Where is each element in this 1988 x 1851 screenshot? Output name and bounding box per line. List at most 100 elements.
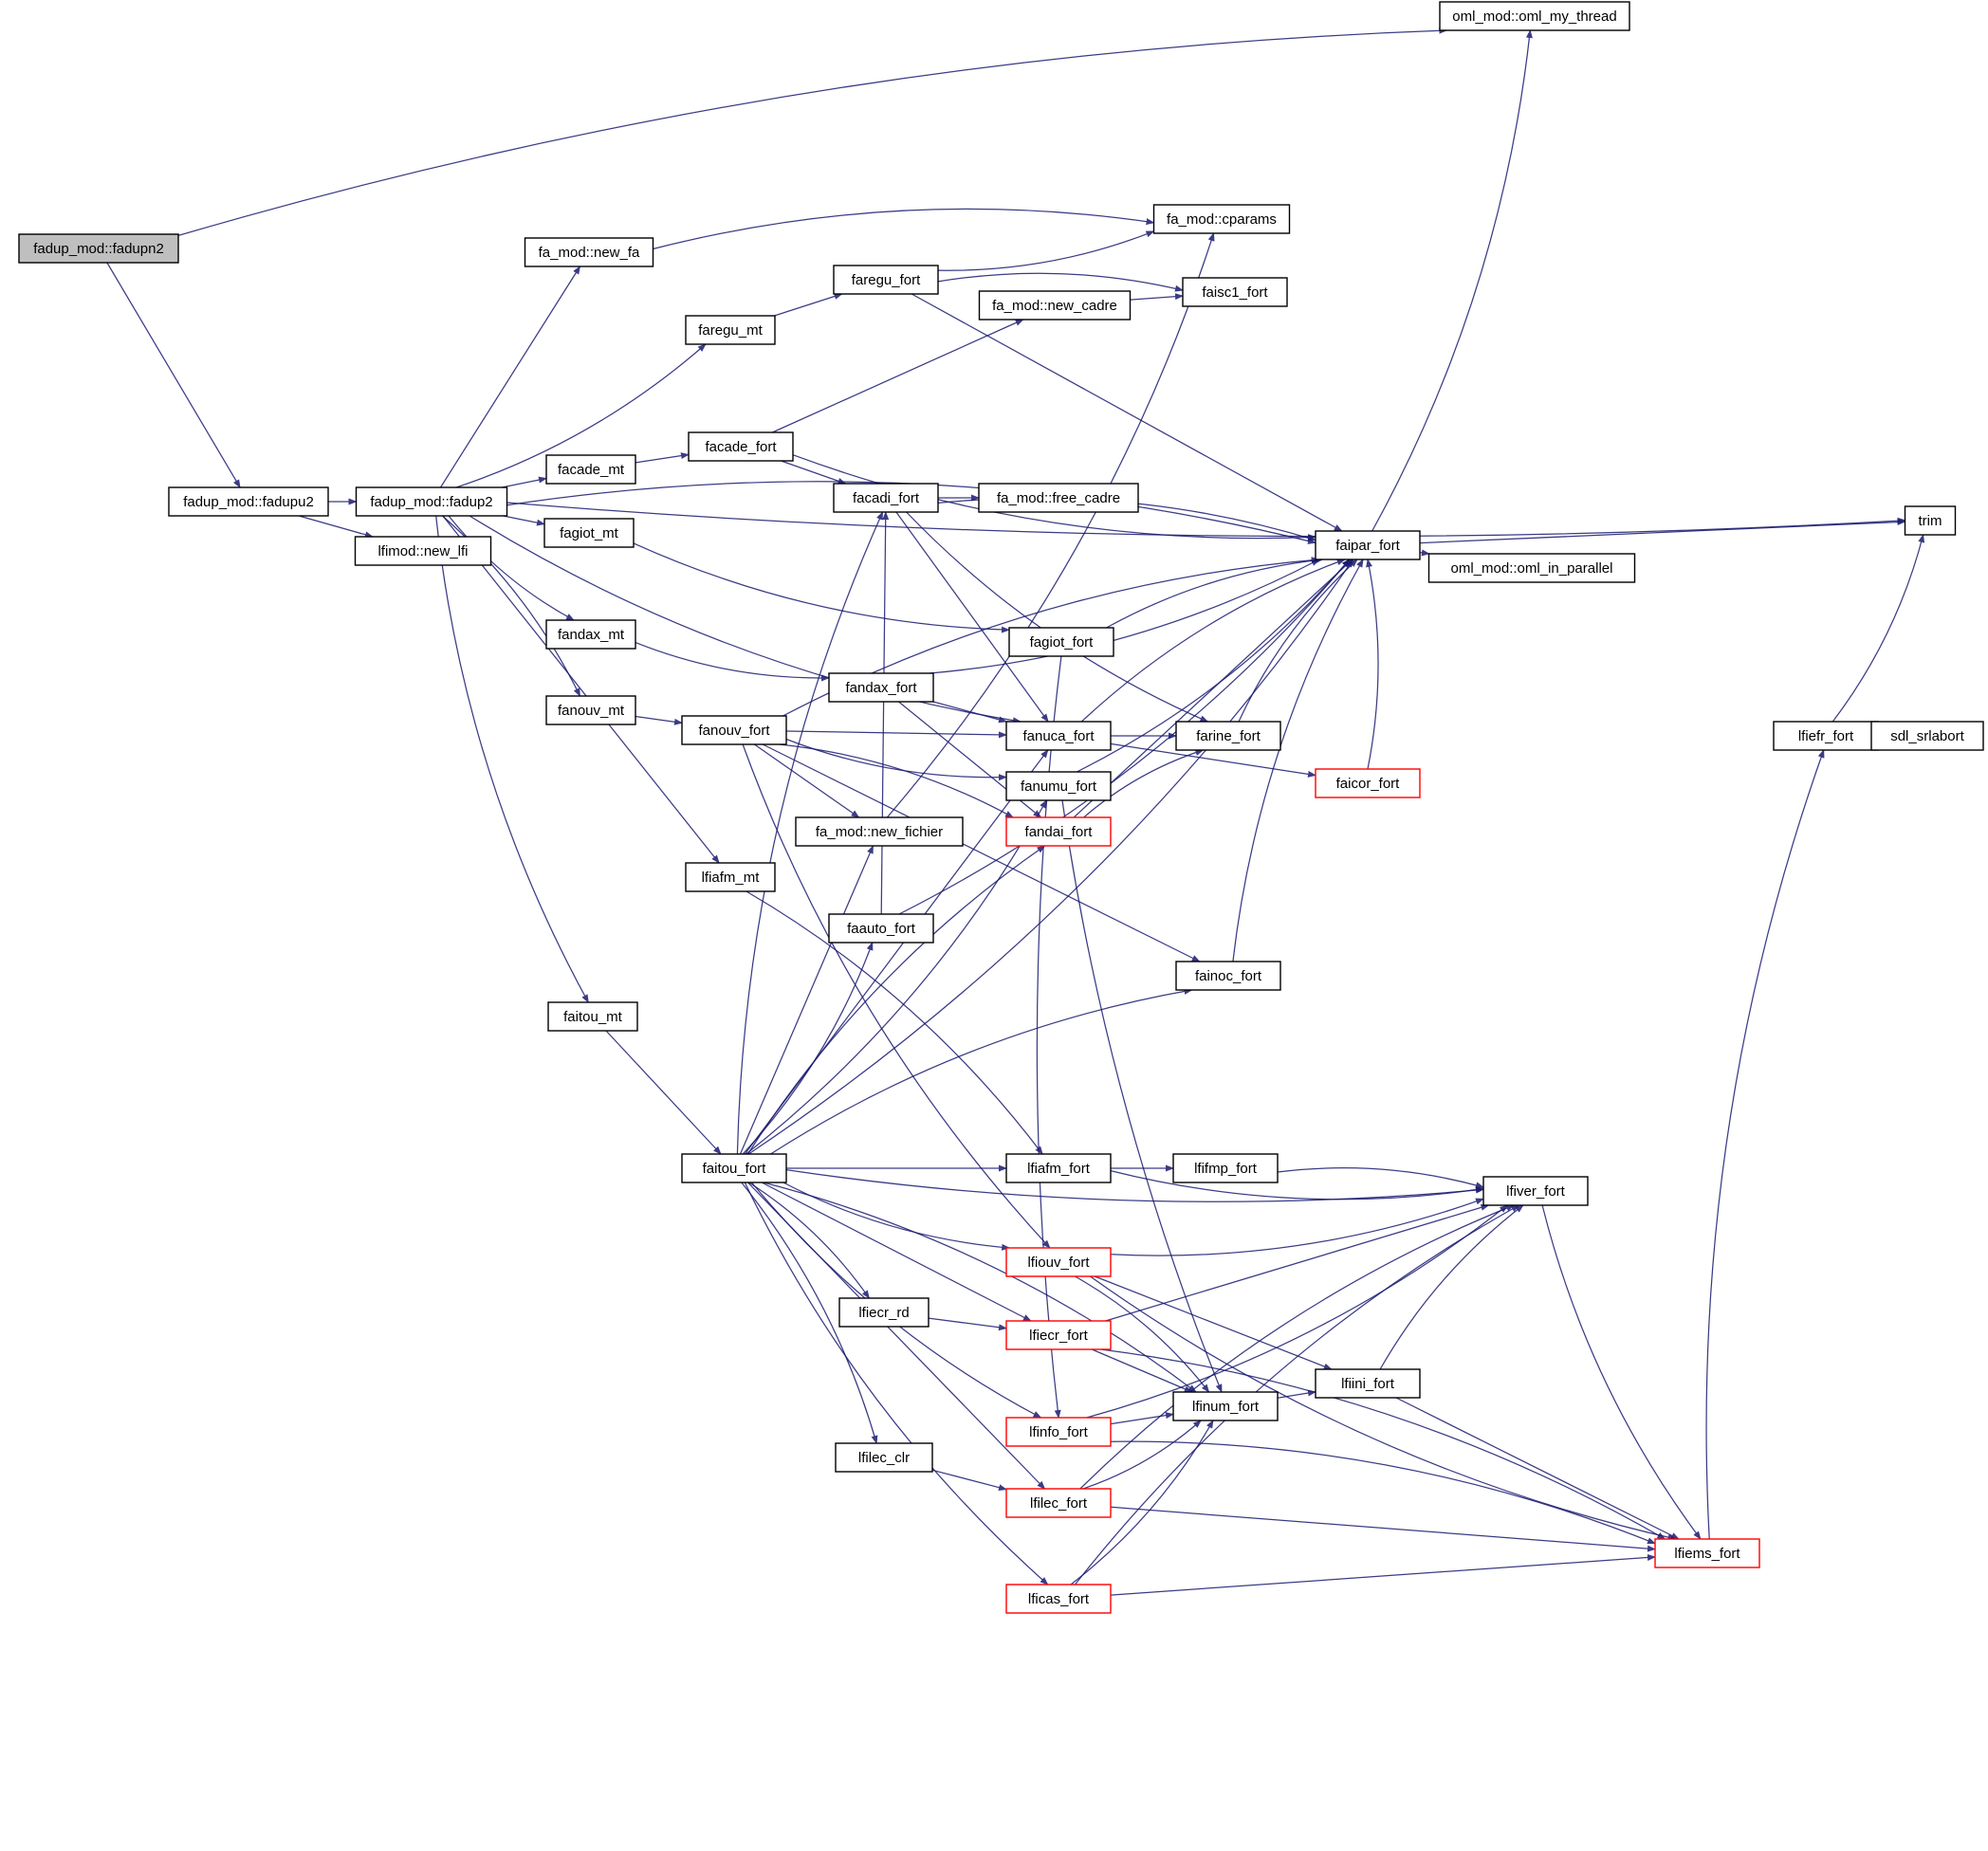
graph-node-lfilec_fort[interactable]: lfilec_fort [1005,1488,1112,1518]
graph-node-box-oml_my_thread[interactable] [1439,1,1630,31]
graph-node-box-lfiafm_fort[interactable] [1005,1153,1112,1183]
graph-node-box-fandai_fort[interactable] [1005,816,1112,847]
graph-node-box-lfiecr_rd[interactable] [838,1297,930,1328]
graph-node-facade_mt[interactable]: facade_mt [545,454,636,485]
graph-node-box-lfinum_fort[interactable] [1172,1391,1279,1421]
graph-node-fadupn2[interactable]: fadup_mod::fadupn2 [18,233,179,264]
graph-node-box-fagiot_mt[interactable] [543,518,635,548]
graph-node-box-farine_fort[interactable] [1175,721,1281,751]
graph-node-lfiems_fort[interactable]: lfiems_fort [1654,1538,1760,1568]
graph-node-lfiecr_fort[interactable]: lfiecr_fort [1005,1320,1112,1350]
graph-node-box-faitou_fort[interactable] [681,1153,787,1183]
graph-node-lfiafm_mt[interactable]: lfiafm_mt [685,862,776,892]
graph-node-box-lficas_fort[interactable] [1005,1584,1112,1614]
graph-node-box-fandax_mt[interactable] [545,619,636,650]
graph-node-oml_in_parallel[interactable]: oml_mod::oml_in_parallel [1427,553,1636,583]
graph-node-lficas_fort[interactable]: lficas_fort [1005,1584,1112,1614]
graph-node-facade_fort[interactable]: facade_fort [688,431,794,462]
graph-node-box-lfilec_fort[interactable] [1005,1488,1112,1518]
graph-node-lfiefr_fort[interactable]: lfiefr_fort [1773,721,1879,751]
graph-node-box-new_fichier[interactable] [795,816,964,847]
graph-node-box-lfiefr_fort[interactable] [1773,721,1879,751]
graph-node-box-lfinfo_fort[interactable] [1005,1417,1112,1447]
graph-node-fandax_fort[interactable]: fandax_fort [828,672,934,703]
graph-node-box-faisc1_fort[interactable] [1182,277,1288,307]
graph-node-box-faipar_fort[interactable] [1315,530,1421,560]
graph-node-fanuca_fort[interactable]: fanuca_fort [1005,721,1112,751]
graph-node-fandai_fort[interactable]: fandai_fort [1005,816,1112,847]
graph-node-fagiot_fort[interactable]: fagiot_fort [1008,627,1114,657]
graph-node-box-facadi_fort[interactable] [833,483,939,513]
graph-node-fadupu2[interactable]: fadup_mod::fadupu2 [168,486,329,517]
graph-node-new_fichier[interactable]: fa_mod::new_fichier [795,816,964,847]
graph-node-box-faregu_mt[interactable] [685,315,776,345]
graph-node-oml_my_thread[interactable]: oml_mod::oml_my_thread [1439,1,1630,31]
graph-node-box-lfilec_clr[interactable] [835,1442,933,1473]
graph-node-faisc1_fort[interactable]: faisc1_fort [1182,277,1288,307]
graph-node-box-fandax_fort[interactable] [828,672,934,703]
graph-node-box-oml_in_parallel[interactable] [1427,553,1636,583]
graph-node-box-lfifmp_fort[interactable] [1172,1153,1279,1183]
graph-node-lfinum_fort[interactable]: lfinum_fort [1172,1391,1279,1421]
graph-node-box-trim[interactable] [1904,505,1957,536]
graph-node-box-fadup2[interactable] [355,486,508,517]
graph-node-fanouv_fort[interactable]: fanouv_fort [681,715,787,745]
graph-node-box-fanouv_mt[interactable] [545,695,636,725]
graph-node-box-lfiafm_mt[interactable] [685,862,776,892]
graph-node-faauto_fort[interactable]: faauto_fort [828,913,934,944]
graph-node-lfiouv_fort[interactable]: lfiouv_fort [1005,1247,1112,1277]
graph-node-box-free_cadre[interactable] [978,483,1139,513]
graph-node-box-facade_mt[interactable] [545,454,636,485]
graph-node-lfinfo_fort[interactable]: lfinfo_fort [1005,1417,1112,1447]
graph-node-faicor_fort[interactable]: faicor_fort [1315,768,1421,798]
graph-node-box-fadupn2[interactable] [18,233,179,264]
graph-node-box-new_cadre[interactable] [978,290,1132,321]
graph-node-faitou_fort[interactable]: faitou_fort [681,1153,787,1183]
graph-node-free_cadre[interactable]: fa_mod::free_cadre [978,483,1139,513]
graph-node-box-fadupu2[interactable] [168,486,329,517]
graph-node-lfiecr_rd[interactable]: lfiecr_rd [838,1297,930,1328]
graph-node-faitou_mt[interactable]: faitou_mt [547,1001,638,1032]
graph-node-lfilec_clr[interactable]: lfilec_clr [835,1442,933,1473]
graph-node-trim[interactable]: trim [1904,505,1957,536]
graph-node-box-lfiver_fort[interactable] [1482,1176,1589,1206]
graph-node-fainoc_fort[interactable]: fainoc_fort [1175,961,1281,991]
graph-node-fandax_mt[interactable]: fandax_mt [545,619,636,650]
graph-node-new_lfi[interactable]: lfimod::new_lfi [354,536,492,566]
graph-node-facadi_fort[interactable]: facadi_fort [833,483,939,513]
graph-node-faregu_mt[interactable]: faregu_mt [685,315,776,345]
graph-node-farine_fort[interactable]: farine_fort [1175,721,1281,751]
graph-node-box-sdl_srlabort[interactable] [1870,721,1984,751]
graph-node-box-new_fa[interactable] [524,237,654,267]
graph-node-box-fanumu_fort[interactable] [1005,771,1112,801]
graph-node-fadup2[interactable]: fadup_mod::fadup2 [355,486,508,517]
graph-node-lfiini_fort[interactable]: lfiini_fort [1315,1368,1421,1399]
graph-node-box-faauto_fort[interactable] [828,913,934,944]
graph-node-box-fagiot_fort[interactable] [1008,627,1114,657]
graph-node-box-cparams[interactable] [1152,204,1291,234]
graph-node-box-lfiems_fort[interactable] [1654,1538,1760,1568]
graph-node-new_fa[interactable]: fa_mod::new_fa [524,237,654,267]
graph-node-box-faicor_fort[interactable] [1315,768,1421,798]
graph-node-lfifmp_fort[interactable]: lfifmp_fort [1172,1153,1279,1183]
graph-node-box-facade_fort[interactable] [688,431,794,462]
graph-node-box-lfiouv_fort[interactable] [1005,1247,1112,1277]
graph-node-box-fainoc_fort[interactable] [1175,961,1281,991]
graph-node-box-faitou_mt[interactable] [547,1001,638,1032]
graph-node-fanouv_mt[interactable]: fanouv_mt [545,695,636,725]
graph-node-box-new_lfi[interactable] [354,536,492,566]
graph-node-cparams[interactable]: fa_mod::cparams [1152,204,1291,234]
graph-node-new_cadre[interactable]: fa_mod::new_cadre [978,290,1132,321]
graph-node-lfiver_fort[interactable]: lfiver_fort [1482,1176,1589,1206]
graph-node-fagiot_mt[interactable]: fagiot_mt [543,518,635,548]
graph-node-box-fanuca_fort[interactable] [1005,721,1112,751]
graph-node-box-lfiecr_fort[interactable] [1005,1320,1112,1350]
graph-node-faregu_fort[interactable]: faregu_fort [833,265,939,295]
graph-node-fanumu_fort[interactable]: fanumu_fort [1005,771,1112,801]
graph-node-box-fanouv_fort[interactable] [681,715,787,745]
graph-node-box-lfiini_fort[interactable] [1315,1368,1421,1399]
graph-node-box-faregu_fort[interactable] [833,265,939,295]
graph-node-faipar_fort[interactable]: faipar_fort [1315,530,1421,560]
graph-node-lfiafm_fort[interactable]: lfiafm_fort [1005,1153,1112,1183]
graph-node-sdl_srlabort[interactable]: sdl_srlabort [1870,721,1984,751]
